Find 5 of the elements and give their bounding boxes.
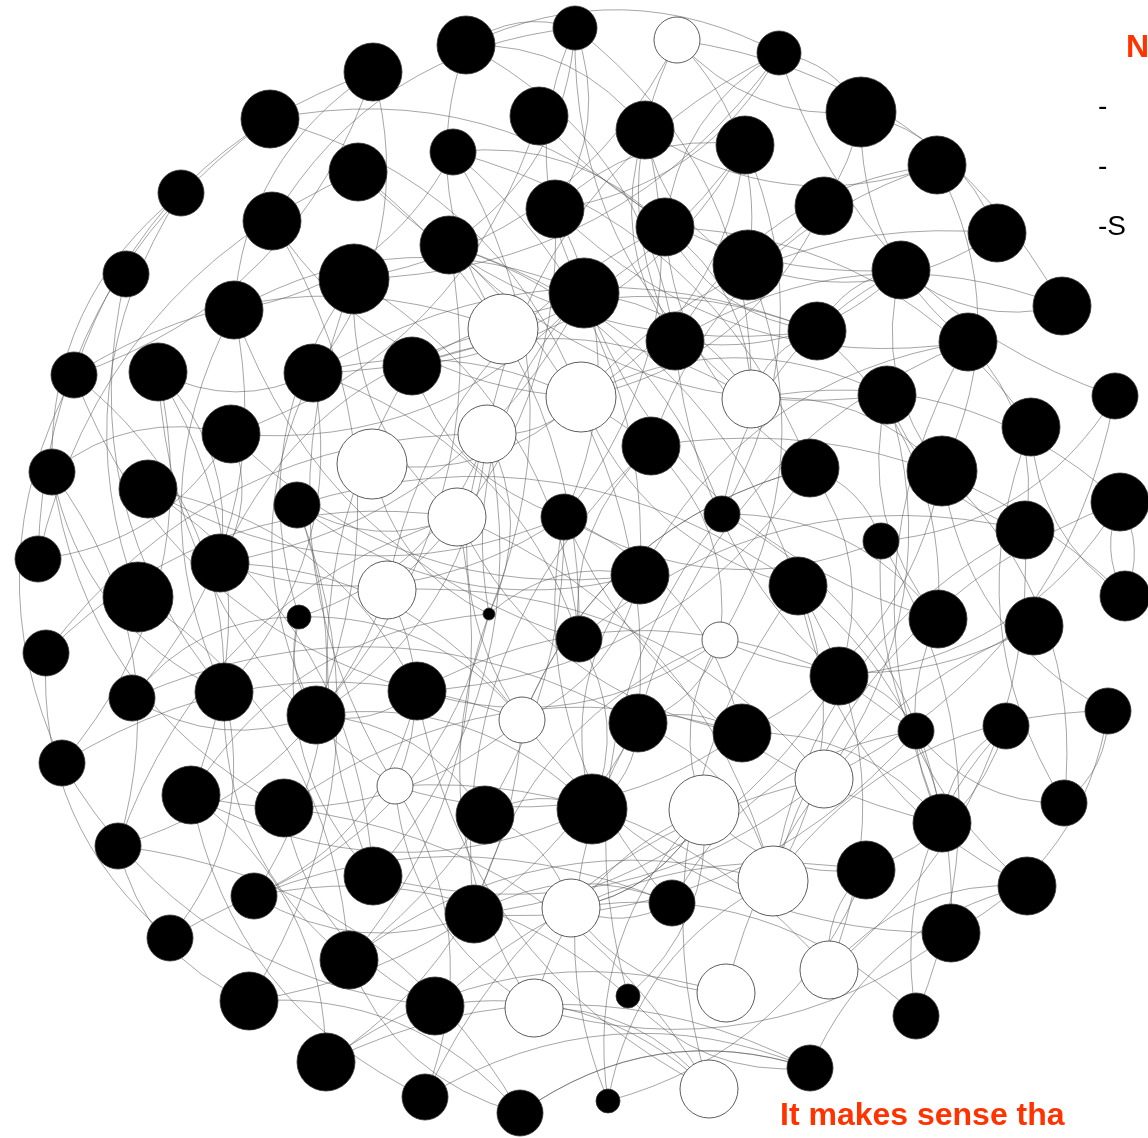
note-text: It makes sense tha <box>780 1098 1065 1130</box>
bullet-text: - <box>1098 152 1108 180</box>
bullet-text: - <box>1098 92 1108 120</box>
heading-text: N <box>1126 30 1148 62</box>
bullet-text: -S <box>1098 212 1126 240</box>
